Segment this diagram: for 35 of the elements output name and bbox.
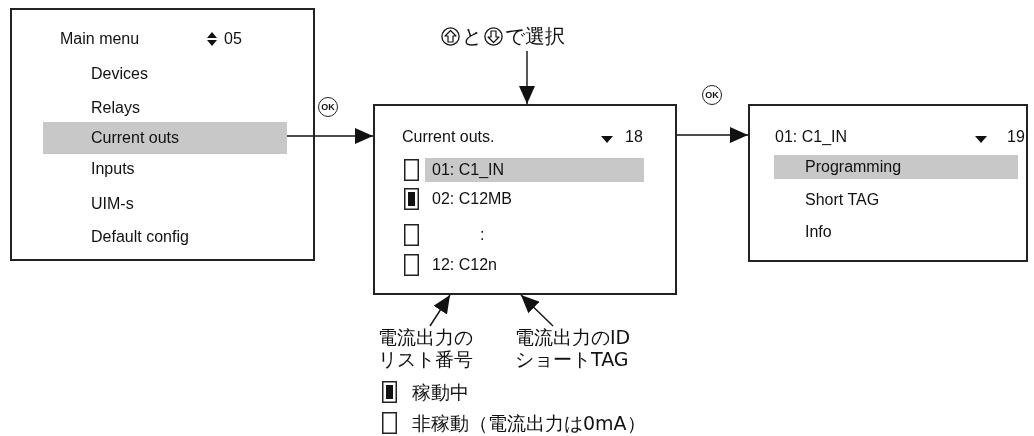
ok-key-label: OK [318, 97, 338, 117]
annotation-text: 電流出力のIDショートTAG [515, 326, 639, 372]
instruction-text: と [462, 22, 482, 50]
lcd-screen [373, 104, 677, 295]
lcd-screen [748, 104, 1028, 262]
selected-menu-item: Current outs [43, 122, 287, 154]
arrow [286, 128, 374, 144]
legend-text: 稼動中 [412, 380, 469, 404]
ok-key-label: OK [702, 85, 722, 105]
menu-item: Short TAG [805, 190, 880, 210]
list-item: 02: C12MB [432, 189, 513, 209]
menu-title: 01: C1_IN [775, 127, 848, 147]
lcd-screen [10, 8, 315, 261]
arrow [519, 50, 535, 105]
legend-text: 非稼動（電流出力は0mA） [412, 411, 646, 435]
item-count: 19 [1007, 127, 1025, 147]
list-item: : [480, 225, 485, 245]
instruction-text: で選択 [505, 22, 565, 50]
menu-item: Relays [91, 98, 140, 118]
item-count: 05 [224, 29, 242, 49]
menu-title: Main menu [60, 29, 140, 49]
selected-menu-item: Programming [774, 155, 1018, 179]
menu-item: Info [805, 222, 832, 242]
item-count: 18 [625, 127, 643, 147]
menu-title: Current outs. [402, 127, 495, 147]
menu-item: Devices [91, 64, 148, 84]
menu-item: UIM-s [91, 194, 134, 214]
leader-line [429, 294, 451, 327]
list-item: 12: C12n [432, 255, 497, 275]
menu-item: Inputs [91, 159, 135, 179]
menu-item: Default config [91, 227, 189, 247]
leader-line [520, 294, 554, 327]
selected-list-item: 01: C1_IN [425, 158, 644, 182]
arrow [676, 127, 749, 143]
annotation-text: 電流出力のリスト番号 [378, 326, 480, 372]
